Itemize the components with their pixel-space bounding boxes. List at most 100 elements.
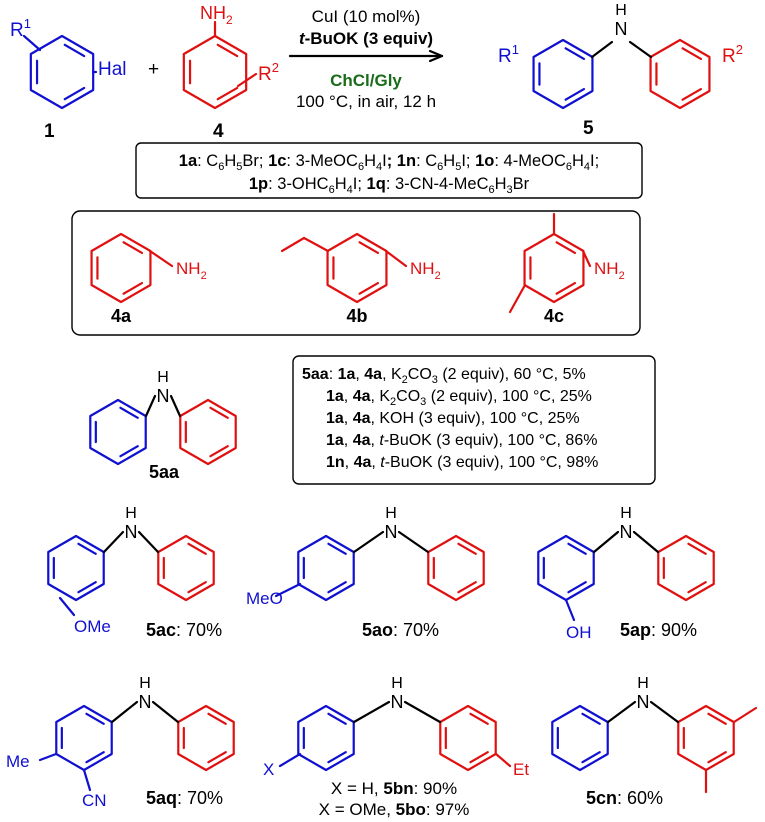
product-5cn-left-ring-double-bond <box>581 712 601 725</box>
aryl-halide-ring-ring <box>29 34 95 110</box>
amine-4a-cn-bond <box>148 249 174 268</box>
product-5cn-n: N <box>637 692 650 712</box>
amine-4c-ring-ring <box>523 232 585 304</box>
amine-4a-nh2: NH2 <box>176 259 207 282</box>
product-5bn-nc-bond <box>403 700 442 724</box>
product-5bn-label: X = H, 5bn: 90% <box>331 779 457 798</box>
product-5bn-x-bond <box>278 752 302 768</box>
amine-4a-ring-ring <box>90 232 152 304</box>
product-5ap-nc-bond <box>632 530 660 554</box>
nh2-label: NH2 <box>200 3 233 27</box>
compound-1-label: 1 <box>44 121 55 142</box>
product-5aa-left-ring-double-bond <box>119 406 139 419</box>
hal-label: Hal <box>98 59 127 80</box>
product-red-ring-double-bond <box>681 87 703 101</box>
product-5cn-left-ring-ring <box>551 704 609 772</box>
product-5ac-right-ring <box>157 534 215 602</box>
product-5ao-right-ring <box>427 534 485 602</box>
amine-4a-ring-double-bond <box>122 281 144 295</box>
product-5ap-right-ring-double-bond <box>687 542 707 555</box>
amine-4a-ring <box>90 232 152 304</box>
optimization-box <box>292 355 656 485</box>
reaction-arrow-head <box>428 49 444 58</box>
product-5cn-left-ring-double-bond <box>581 751 601 764</box>
amine-4b-ethyl-bond <box>280 236 306 253</box>
product-5aa-right-ring-double-bond <box>209 406 229 419</box>
product-5aa-cn-bond <box>144 394 157 418</box>
product-5aa-label: 5aa <box>149 462 180 482</box>
r1-bond <box>22 34 42 52</box>
product-5ap-left-ring <box>537 534 595 602</box>
product-5ac-left-ring-double-bond <box>77 542 97 555</box>
product-5ap-right-ring-ring <box>657 534 715 602</box>
amine-4c-nh2: NH2 <box>594 259 625 282</box>
compound-4-label: 4 <box>213 121 224 142</box>
product-blue-ring-ring <box>532 38 594 110</box>
product-5ap-right-ring <box>657 534 715 602</box>
product-5ao-label: 5ao: 70% <box>362 620 439 640</box>
product-5aa-right-ring-double-bond <box>209 445 229 458</box>
amine-4b-ring-double-bond <box>358 241 380 255</box>
product-5ac-nc-bond <box>137 530 160 554</box>
product-5ac-n: N <box>125 522 138 542</box>
product-5bn-right-ring <box>439 704 497 772</box>
product-5ao-left-ring-double-bond <box>327 542 347 555</box>
amine-4c-methyl-bond <box>508 283 527 314</box>
product-5ao-substituent: MeO <box>246 589 283 608</box>
product-5ac-substituent: OMe <box>74 617 111 636</box>
product-5ao-right-ring-ring <box>427 534 485 602</box>
aniline-ring <box>182 34 248 110</box>
product-c-n-bond <box>590 40 614 59</box>
amine-4c-ring-double-bond <box>555 281 577 295</box>
product-n-c-bond <box>628 40 653 59</box>
product-5aq-n: N <box>139 692 152 712</box>
product-5ao-right-ring-double-bond <box>457 581 477 594</box>
product-5aq-right-ring-double-bond <box>207 751 227 764</box>
product-blue-ring <box>532 38 594 110</box>
product-red-ring-ring <box>649 38 711 110</box>
product-5cn-label: 5cn: 60% <box>586 788 663 808</box>
product-5cn-right-ring-double-bond <box>707 712 727 725</box>
product-5ac-ome-bond <box>58 596 76 617</box>
product-5ao-ome-bond <box>274 582 302 598</box>
product-5ao-nc-bond <box>397 530 430 554</box>
product-5aa-left-ring <box>89 398 147 466</box>
product-5cn-nc-bond <box>649 700 680 724</box>
product-5bn-left-ring-double-bond <box>327 712 347 725</box>
product-5cn-h: H <box>637 675 649 692</box>
product-5aq-right-ring-ring <box>177 704 235 772</box>
amine-4b-ethyl-bond <box>302 236 330 253</box>
product-5bn-ethyl-bond <box>494 752 512 768</box>
product-5ap-n: N <box>620 522 633 542</box>
product-5cn-right-ring-double-bond <box>707 751 727 764</box>
amine-4b-nh2: NH2 <box>410 259 441 282</box>
product-5ap-oh-bond <box>564 598 576 622</box>
product-5aq-left-ring-double-bond <box>85 751 105 764</box>
product-5aa-right-ring-ring <box>179 398 237 466</box>
product-5bn-left-ring-double-bond <box>327 751 347 764</box>
product-5cn-cn-bond <box>606 700 637 724</box>
product-red-ring <box>649 38 711 110</box>
product-5ao-right-ring-double-bond <box>457 542 477 555</box>
aniline-ring-double-bond <box>216 86 239 101</box>
product-5ac-cn-bond <box>102 530 125 554</box>
product-5ao-n: N <box>385 522 398 542</box>
product-5aq-h: H <box>139 675 151 692</box>
product-5aq-methyl-bond <box>38 752 58 762</box>
aryl-halide-ring-double-bond <box>63 86 86 101</box>
product-5aa-right-ring <box>179 398 237 466</box>
product-5bn-n: N <box>391 692 404 712</box>
aryl-halide-ring-double-bond <box>63 43 86 58</box>
product-n: N <box>615 19 628 39</box>
product-5aa-h: H <box>157 369 169 386</box>
product-5ao-left-ring-ring <box>297 534 355 602</box>
product-5bo-label: X = OMe, 5bo: 97% <box>319 800 470 819</box>
r2-bond <box>236 72 258 88</box>
amine-4b-cn-bond <box>384 249 408 268</box>
product-5ao-left-ring <box>297 534 355 602</box>
reaction-arrow-head <box>428 54 444 63</box>
product-5bn-right-ring-double-bond <box>469 751 489 764</box>
product-5aq-label: 5aq: 70% <box>146 788 223 808</box>
aniline-ring-double-bond <box>216 43 239 58</box>
